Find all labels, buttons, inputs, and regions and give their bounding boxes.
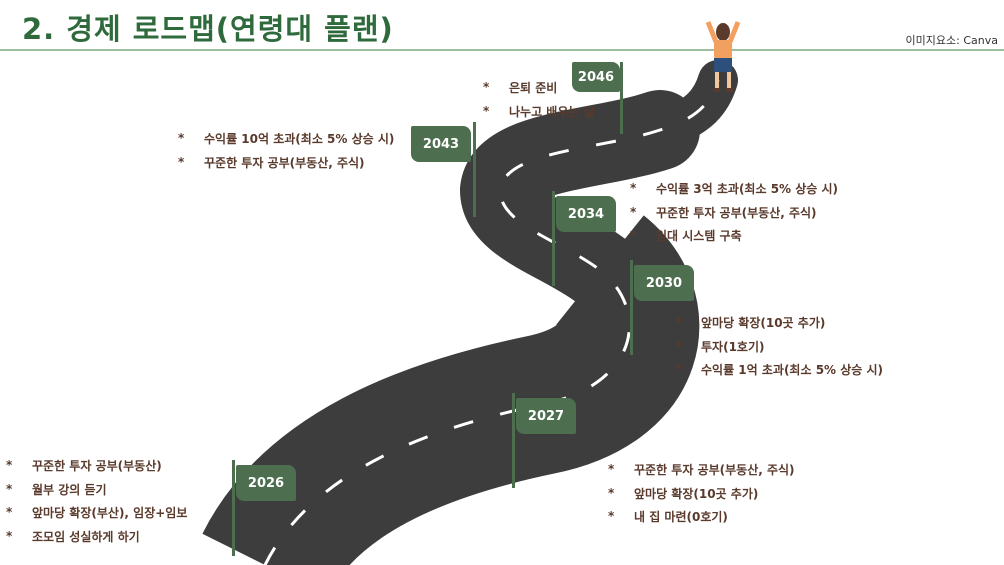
- list-item: 앞마당 확장(10곳 추가): [608, 485, 795, 510]
- list-2030: 앞마당 확장(10곳 추가) 투자(1호기) 수익률 1억 초과(최소 5% 상…: [675, 314, 883, 386]
- list-item: 임대 시스템 구축: [630, 227, 838, 252]
- list-item: 조모임 성실하게 하기: [6, 528, 187, 553]
- list-item: 수익률 3억 초과(최소 5% 상승 시): [630, 180, 838, 205]
- flag-pole: [512, 393, 515, 488]
- list-2034: 수익률 3억 초과(최소 5% 상승 시) 꾸준한 투자 공부(부동산, 주식)…: [630, 180, 838, 252]
- page-title: 2. 경제 로드맵(연령대 플랜): [22, 12, 394, 46]
- list-2026: 꾸준한 투자 공부(부동산) 월부 강의 듣기 앞마당 확장(부산), 임장+임…: [6, 457, 187, 553]
- list-2027: 꾸준한 투자 공부(부동산, 주식) 앞마당 확장(10곳 추가) 내 집 마련…: [608, 461, 795, 533]
- flag-pole: [630, 260, 633, 355]
- list-item: 나누고 배우는 삶: [483, 103, 595, 128]
- flag-2030: 2030: [634, 265, 694, 301]
- list-item: 꾸준한 투자 공부(부동산, 주식): [630, 204, 838, 229]
- person-cheering-icon: [700, 18, 746, 100]
- list-item: 앞마당 확장(부산), 임장+임보: [6, 504, 187, 529]
- list-item: 꾸준한 투자 공부(부동산): [6, 457, 187, 482]
- flag-2026: 2026: [236, 465, 296, 501]
- list-item: 내 집 마련(0호기): [608, 508, 795, 533]
- flag-2034: 2034: [556, 196, 616, 232]
- flag-pole: [552, 191, 555, 286]
- flag-2043: 2043: [411, 126, 471, 162]
- flag-pole: [620, 62, 623, 134]
- flag-pole: [232, 460, 235, 556]
- list-2046: 은퇴 준비 나누고 배우는 삶: [483, 79, 595, 128]
- list-item: 꾸준한 투자 공부(부동산, 주식): [178, 154, 394, 179]
- flag-2027: 2027: [516, 398, 576, 434]
- list-item: 은퇴 준비: [483, 79, 595, 104]
- list-2043: 수익률 10억 초과(최소 5% 상승 시) 꾸준한 투자 공부(부동산, 주식…: [178, 130, 394, 179]
- list-item: 수익률 10억 초과(최소 5% 상승 시): [178, 130, 394, 155]
- flag-pole: [473, 122, 476, 217]
- title-divider: [0, 49, 1004, 51]
- list-item: 앞마당 확장(10곳 추가): [675, 314, 883, 339]
- list-item: 투자(1호기): [675, 338, 883, 363]
- image-credit: 이미지요소: Canva: [905, 34, 998, 47]
- list-item: 수익률 1억 초과(최소 5% 상승 시): [675, 361, 883, 386]
- list-item: 꾸준한 투자 공부(부동산, 주식): [608, 461, 795, 486]
- list-item: 월부 강의 듣기: [6, 481, 187, 506]
